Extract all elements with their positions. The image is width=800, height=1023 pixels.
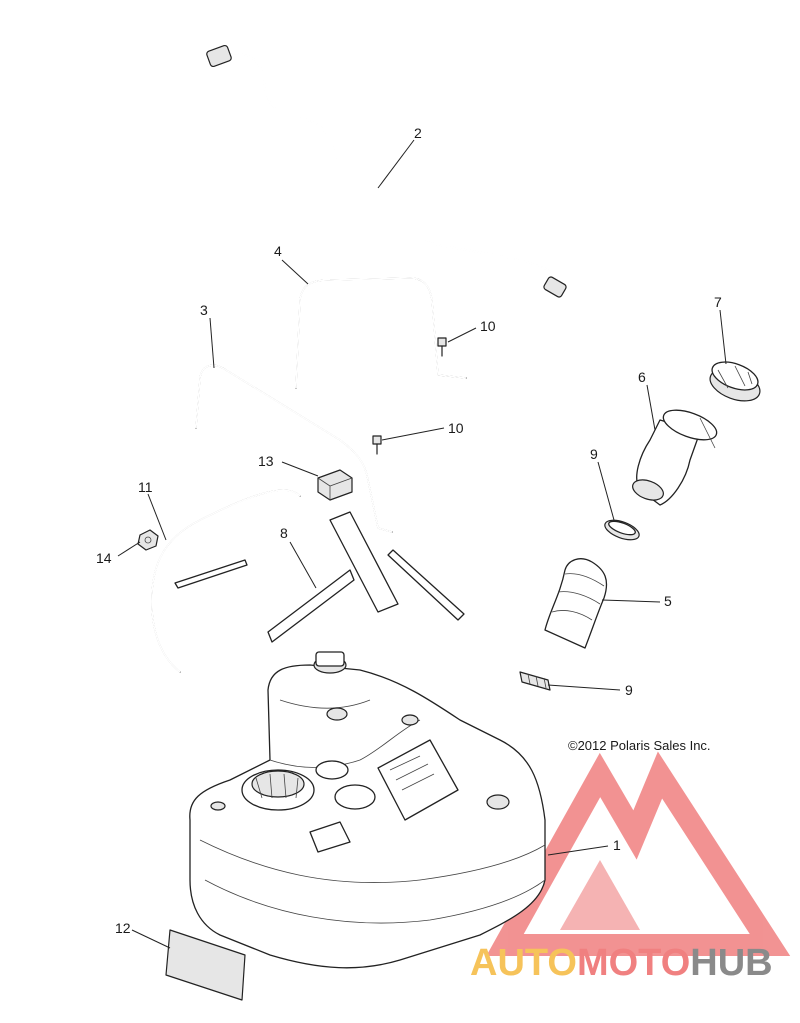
part-2-vent-line	[206, 44, 567, 298]
automotohub-logo: AUTOMOTOHUB	[470, 751, 791, 984]
part-6-filler-neck	[632, 409, 718, 506]
part-5-hose-elbow	[544, 558, 608, 649]
logo-text-auto: AUTO	[470, 942, 577, 984]
callout-3: 3	[200, 302, 208, 318]
callout-10-lower: 10	[448, 420, 464, 436]
callout-11: 11	[138, 479, 153, 495]
part-3-strap	[195, 364, 393, 533]
part-4-strap	[295, 277, 467, 389]
part-13-block	[317, 469, 353, 501]
callout-10-upper: 10	[480, 318, 496, 334]
svg-text:AUTOMOTOHUB: AUTOMOTOHUB	[470, 942, 773, 984]
part-1-fuel-tank	[189, 651, 546, 969]
part-9-clamp-upper	[604, 519, 640, 541]
copyright-text: ©2012 Polaris Sales Inc.	[568, 738, 711, 753]
part-10-bolt-upper	[437, 337, 447, 357]
part-14-nut	[137, 529, 159, 551]
part-12-label	[165, 929, 246, 1001]
logo-triangle-icon	[486, 751, 791, 956]
part-8-pads	[174, 511, 465, 643]
callout-9-lower: 9	[625, 682, 633, 698]
callout-1: 1	[613, 837, 621, 853]
part-11-hose	[151, 489, 301, 673]
logo-text-hub: HUB	[690, 942, 772, 984]
callout-12: 12	[115, 920, 131, 936]
callout-14: 14	[96, 550, 112, 566]
leader-lines	[117, 139, 727, 949]
callout-6: 6	[638, 369, 646, 385]
callout-labels: 1 2 3 4 5 6 7 8 9 9 10 10 11 12 13 14	[96, 125, 722, 936]
callout-9-upper: 9	[590, 446, 598, 462]
callout-13: 13	[258, 453, 274, 469]
part-7-cap	[709, 361, 761, 402]
logo-text-moto: MOTO	[577, 942, 690, 984]
callout-5: 5	[664, 593, 672, 609]
part-9-clamp-lower	[519, 671, 551, 691]
part-10-bolt-lower	[372, 435, 382, 455]
callout-2: 2	[414, 125, 422, 141]
callout-8: 8	[280, 525, 288, 541]
callout-7: 7	[714, 294, 722, 310]
callout-4: 4	[274, 243, 282, 259]
